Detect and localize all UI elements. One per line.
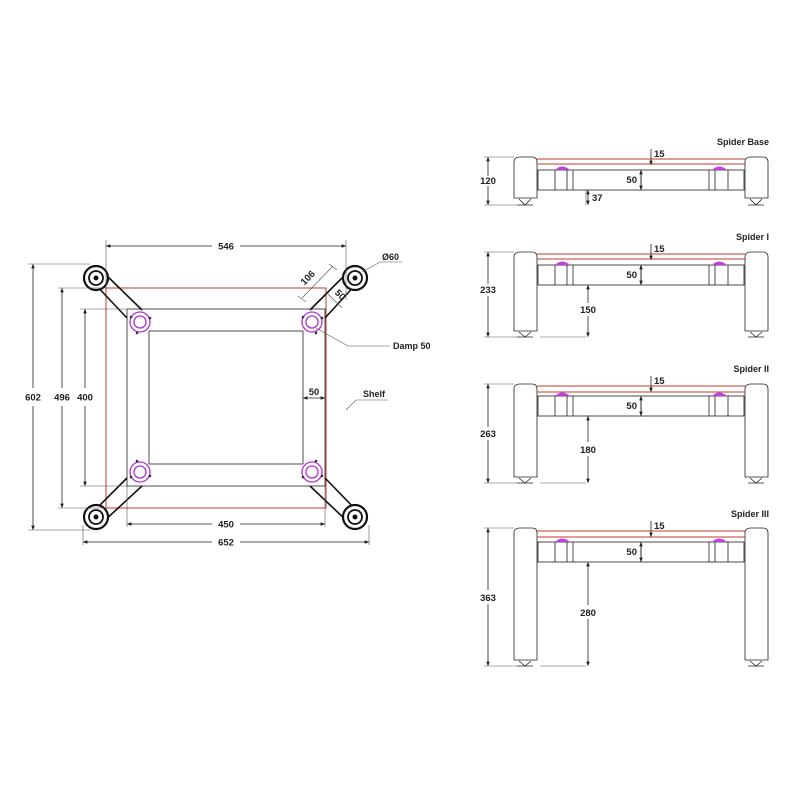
side-view-spider-2: Spider II 263 15 50 180 — [480, 364, 769, 484]
side-view-title: Spider II — [733, 364, 769, 374]
svg-text:120: 120 — [480, 176, 496, 187]
side-view-spider-1: Spider I 233 15 50 150 — [480, 232, 769, 338]
side-view-spider-3: Spider III 363 15 50 280 — [480, 509, 769, 667]
svg-text:Damp 50: Damp 50 — [393, 341, 431, 351]
svg-text:496: 496 — [54, 393, 70, 404]
dim-400: 400 — [77, 308, 127, 487]
frame-outer — [126, 308, 326, 487]
side-view-title: Spider I — [736, 232, 769, 242]
dim-106: 106 — [297, 263, 338, 303]
svg-text:15: 15 — [654, 376, 665, 387]
svg-text:15: 15 — [654, 521, 665, 532]
dim-652: 652 — [82, 525, 370, 549]
svg-text:546: 546 — [218, 242, 234, 253]
spike-br — [341, 503, 369, 531]
frame-inner — [148, 330, 304, 465]
spike-tr — [341, 264, 369, 292]
dim-496: 496 — [54, 287, 106, 509]
svg-text:233: 233 — [480, 285, 496, 296]
svg-text:180: 180 — [580, 445, 596, 456]
plan-view: 546 450 652 602 — [25, 240, 431, 549]
label-spike-diameter: Ø60 — [361, 252, 402, 273]
svg-text:37: 37 — [592, 193, 603, 204]
svg-text:15: 15 — [654, 244, 665, 255]
label-damp: Damp 50 — [315, 327, 431, 351]
dim-450: 450 — [126, 486, 326, 531]
svg-text:652: 652 — [218, 538, 234, 549]
svg-text:280: 280 — [580, 608, 596, 619]
svg-text:450: 450 — [218, 520, 234, 531]
damper-bl — [129, 459, 152, 483]
dim-602: 602 — [25, 263, 90, 531]
svg-text:15: 15 — [654, 149, 665, 160]
damper-br — [301, 459, 324, 483]
label-shelf: Shelf — [345, 389, 388, 411]
dim-546: 546 — [105, 240, 347, 300]
damper-tr — [301, 311, 324, 335]
svg-text:50: 50 — [626, 175, 637, 186]
svg-text:50: 50 — [626, 270, 637, 281]
svg-text:263: 263 — [480, 429, 496, 440]
svg-text:602: 602 — [25, 393, 41, 404]
svg-text:Ø60: Ø60 — [382, 252, 399, 262]
svg-text:Shelf: Shelf — [363, 389, 386, 399]
damper-tl — [129, 311, 152, 335]
svg-text:50: 50 — [309, 387, 320, 398]
spike-tl — [82, 264, 110, 292]
shelf-outline — [105, 287, 327, 509]
side-view-title: Spider Base — [717, 137, 769, 147]
svg-text:400: 400 — [77, 393, 93, 404]
side-view-title: Spider III — [731, 509, 769, 519]
svg-text:363: 363 — [480, 593, 496, 604]
arms — [92, 271, 359, 523]
svg-text:50: 50 — [626, 401, 637, 412]
svg-text:150: 150 — [580, 305, 596, 316]
side-view-spider-base: Spider Base 120 15 50 37 — [480, 137, 769, 206]
spike-bl — [82, 503, 110, 531]
svg-text:50: 50 — [626, 547, 637, 558]
dim-frame-50: 50 — [302, 387, 326, 400]
